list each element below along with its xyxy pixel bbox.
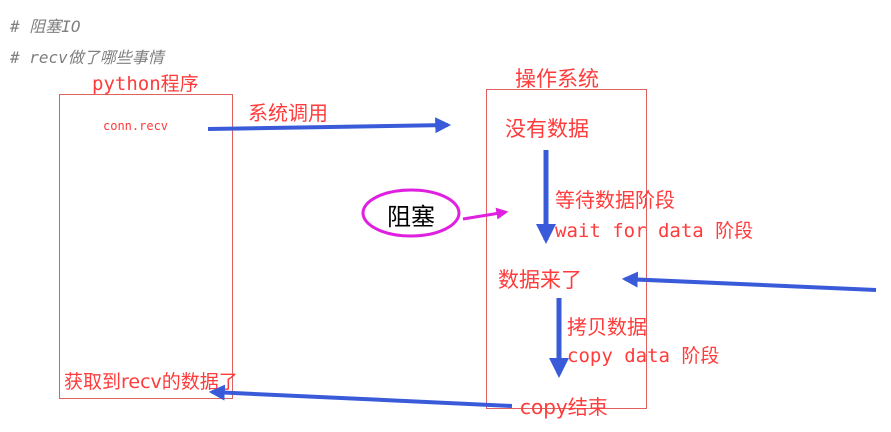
python-program-box (59, 94, 233, 399)
os-box (486, 89, 647, 409)
blocking-ellipse (361, 188, 461, 238)
wait-stage-label: 等待数据阶段 (555, 188, 675, 212)
copy-stage-en-label: copy data 阶段 (567, 345, 720, 367)
comment-blocking-io: # 阻塞IO (10, 17, 81, 36)
wait-stage-en-label: wait for data 阶段 (555, 220, 754, 242)
blocking-arrow (462, 207, 509, 221)
copy-done-label: copy结束 (520, 395, 608, 419)
conn-recv-label: conn.recv (103, 119, 169, 133)
python-program-title: python程序 (92, 73, 199, 95)
incoming-data-arrow (621, 271, 877, 292)
comment-recv: # recv做了哪些事情 (10, 48, 164, 67)
syscall-label: 系统调用 (248, 101, 328, 125)
recv-result-label: 获取到recv的数据了 (64, 371, 238, 393)
return-arrow (208, 384, 513, 408)
copy-stage-label: 拷贝数据 (567, 315, 647, 339)
no-data-label: 没有数据 (505, 117, 589, 141)
os-title: 操作系统 (515, 67, 599, 91)
syscall-arrow (207, 117, 452, 134)
data-arrived-label: 数据来了 (498, 268, 582, 292)
blocking-label: 阻塞 (387, 203, 435, 231)
